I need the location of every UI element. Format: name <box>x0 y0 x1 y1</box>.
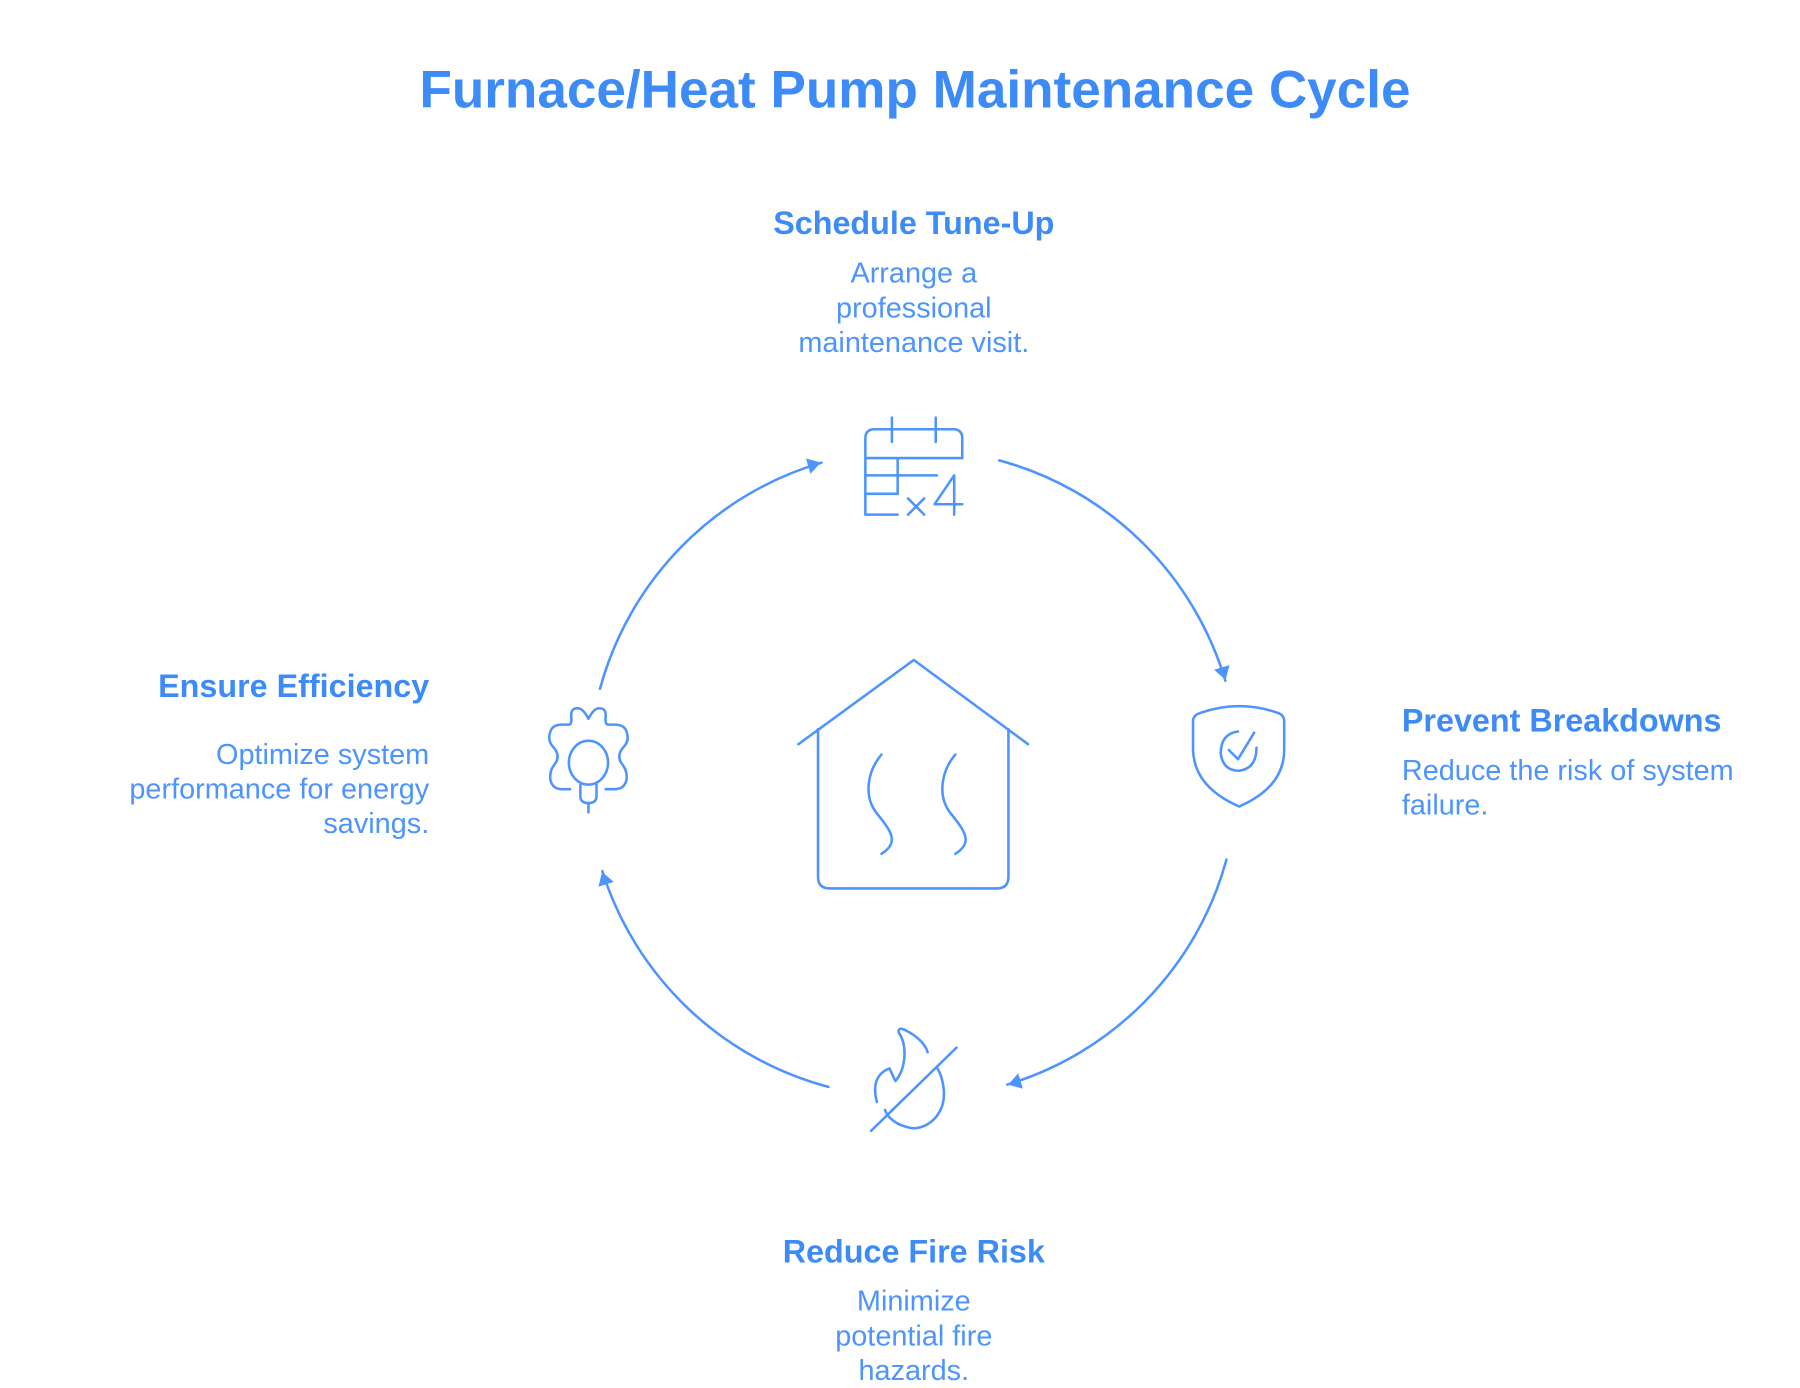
calendar-x4-icon <box>864 416 964 516</box>
step-title: Ensure Efficiency <box>158 668 430 704</box>
step-description: Optimize system performance for energy s… <box>129 738 430 840</box>
step-description: Arrange a professional maintenance visit… <box>798 257 1030 359</box>
step-description: Reduce the risk of system failure. <box>1401 754 1734 822</box>
step-description: Minimize potential fire hazards. <box>835 1285 993 1387</box>
step-schedule-tune-up: Schedule Tune-Up Arrange a professional … <box>683 205 1145 360</box>
cycle-arrow-2 <box>997 459 1230 683</box>
cycle-arrow-3 <box>1005 858 1228 1089</box>
diagram-title: Furnace/Heat Pump Maintenance Cycle <box>419 58 1411 119</box>
house-heat-icon <box>797 658 1030 890</box>
step-title: Prevent Breakdowns <box>1401 702 1722 739</box>
step-title: Reduce Fire Risk <box>782 1233 1045 1270</box>
step-prevent-breakdowns: Prevent Breakdowns Reduce the risk of sy… <box>1402 703 1771 823</box>
step-ensure-efficiency: Ensure Efficiency Optimize system perfor… <box>81 668 429 841</box>
gear-bulb-icon <box>547 707 629 814</box>
no-fire-icon <box>869 1027 958 1132</box>
step-reduce-fire-risk: Reduce Fire Risk Minimize potential fire… <box>683 1233 1145 1388</box>
step-title: Schedule Tune-Up <box>773 205 1055 242</box>
cycle-arrow-4 <box>598 869 830 1089</box>
shield-check-icon <box>1191 704 1286 808</box>
cycle-arrow-1 <box>598 458 823 691</box>
